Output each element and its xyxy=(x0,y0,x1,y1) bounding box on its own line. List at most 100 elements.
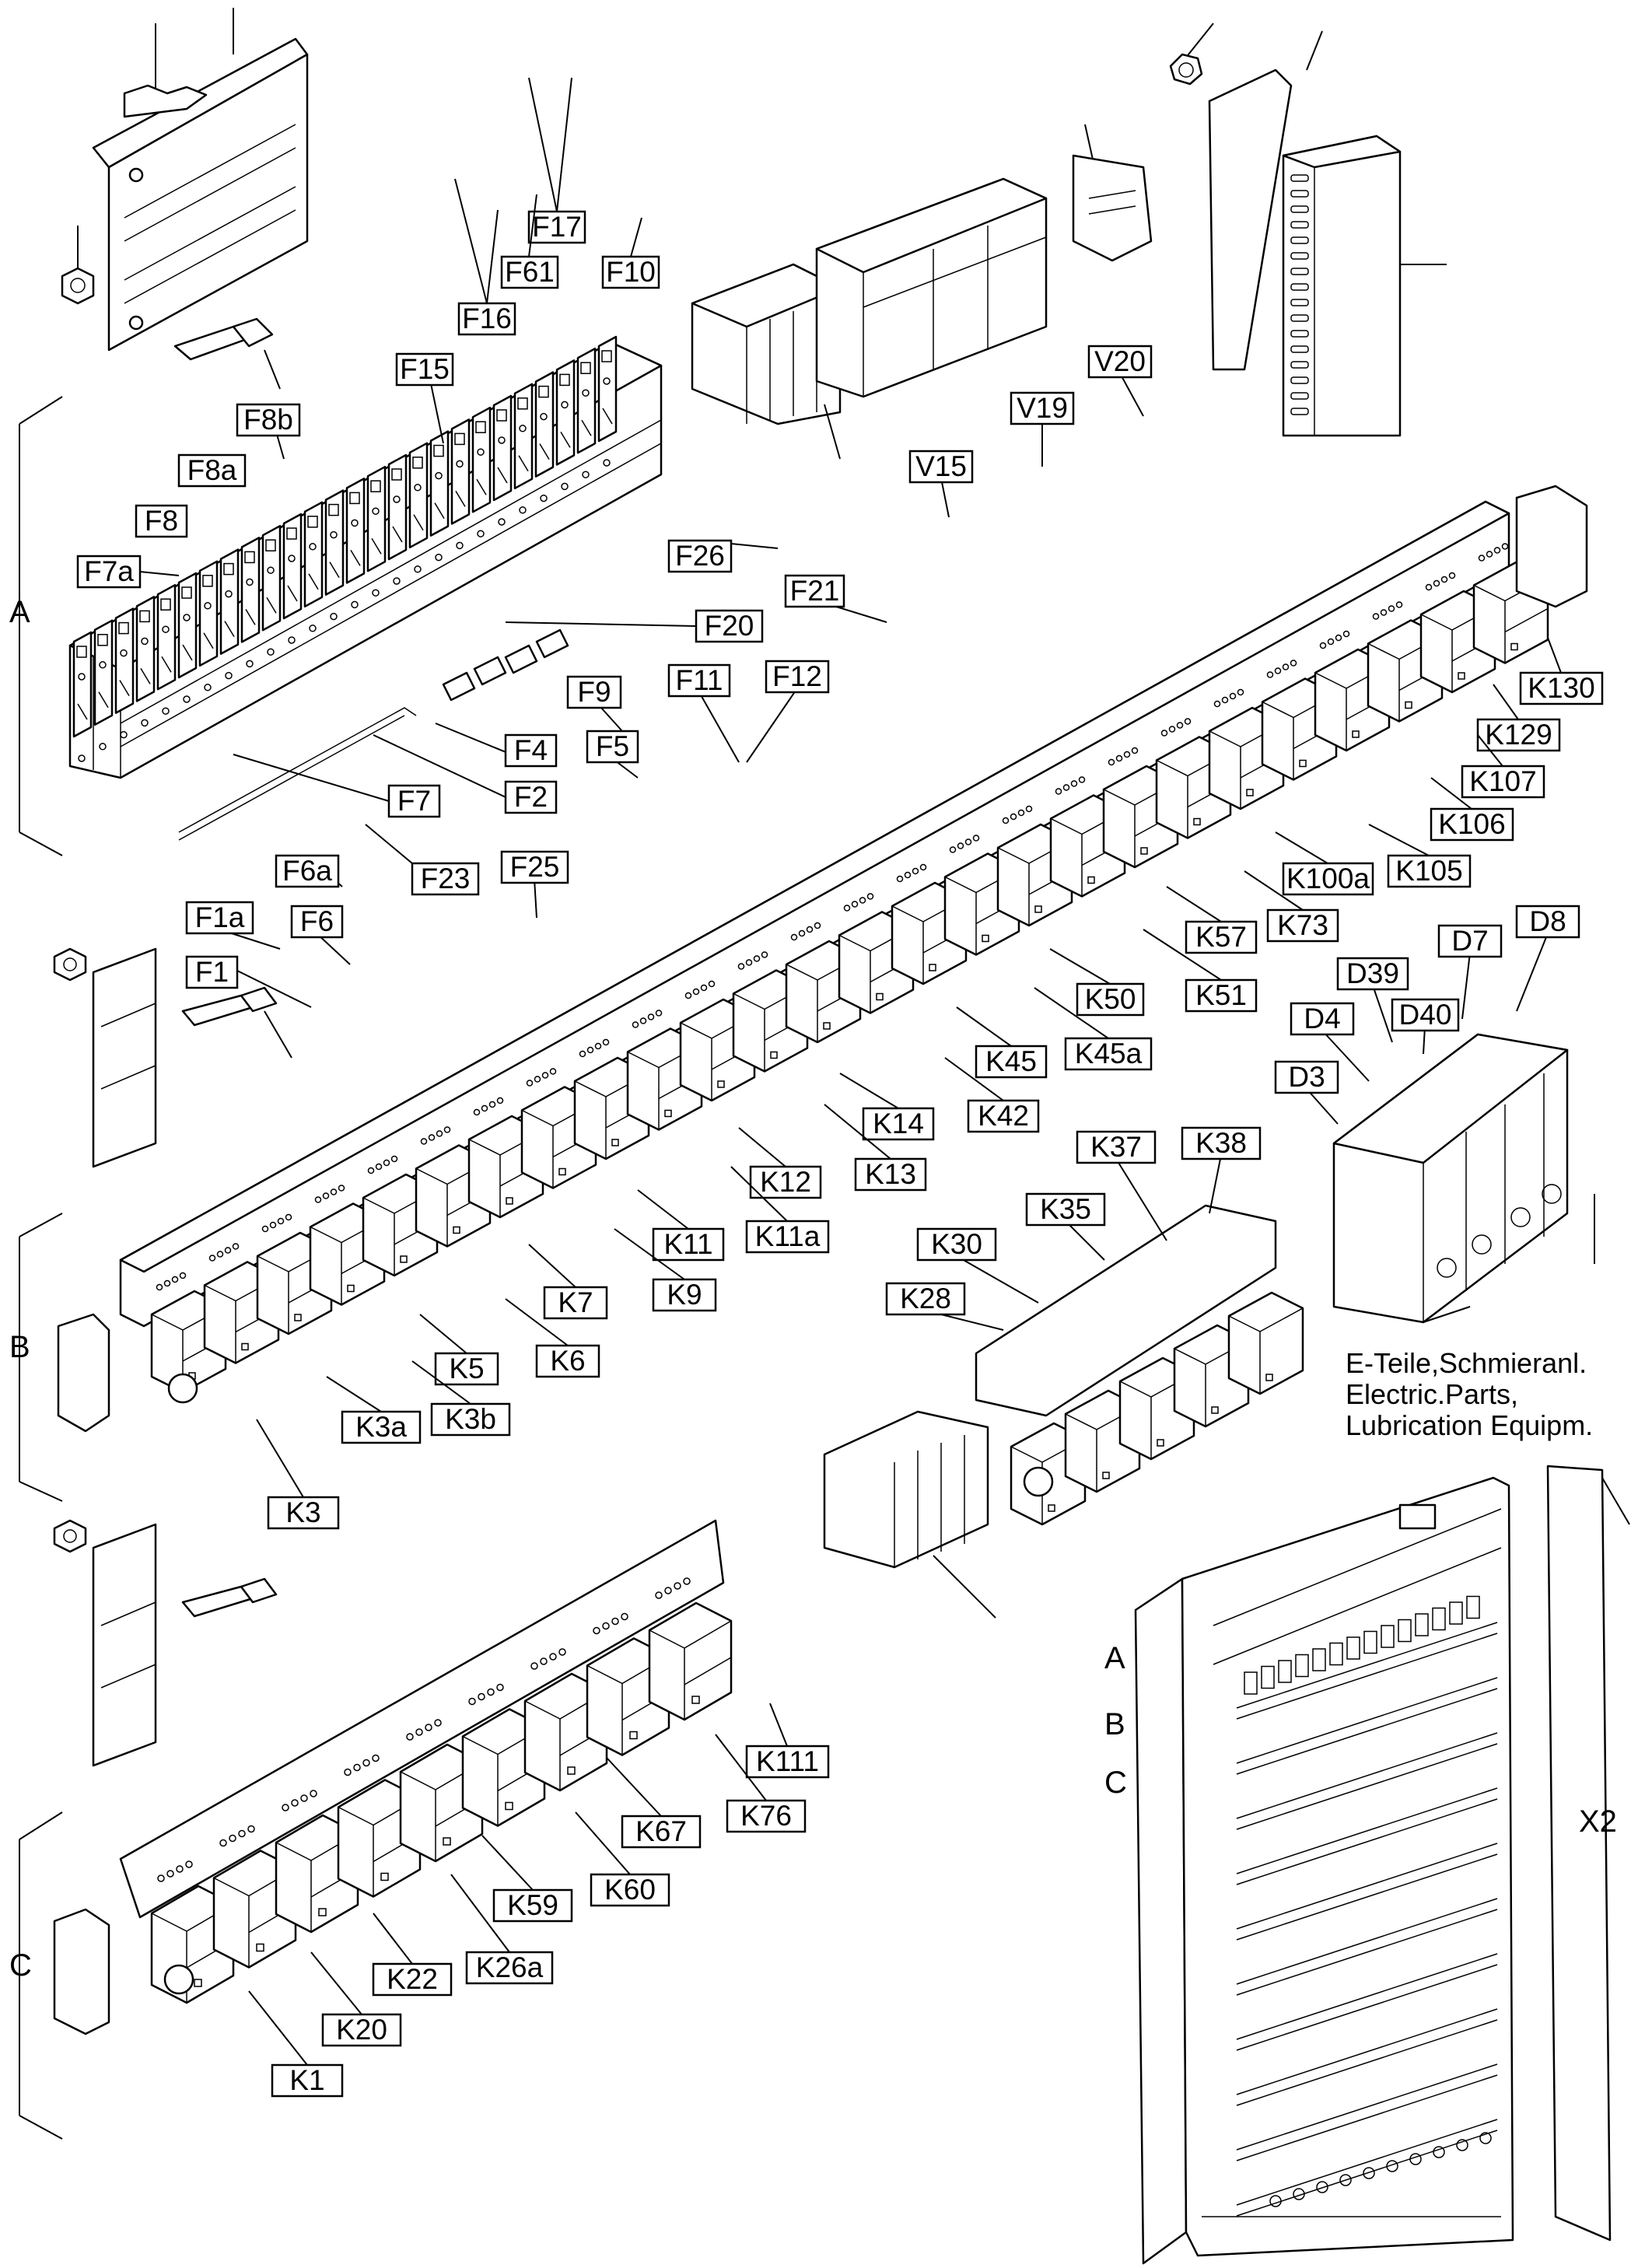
callout-label: K3b xyxy=(445,1403,496,1435)
fuse-module xyxy=(219,548,240,655)
callout-k6: K6 xyxy=(535,1344,600,1378)
callout-k73: K73 xyxy=(1266,908,1339,943)
electric-cabinet xyxy=(1134,1465,1630,2265)
fuse-module xyxy=(282,513,303,620)
callout-k59: K59 xyxy=(492,1888,573,1923)
callout-label: F11 xyxy=(675,664,723,696)
callout-label: F15 xyxy=(400,353,450,385)
callout-label: F12 xyxy=(772,660,822,692)
callout-d8: D8 xyxy=(1515,905,1580,939)
caption-line-2: Electric.Parts, xyxy=(1346,1378,1518,1410)
section-c-label: C xyxy=(9,1948,32,1983)
din-rail-mount-low xyxy=(53,1519,278,1767)
callout-f16: F16 xyxy=(457,302,516,336)
callout-label: D7 xyxy=(1451,925,1488,957)
fuse-module xyxy=(303,501,324,608)
callout-f21: F21 xyxy=(784,574,845,608)
callout-label: F6a xyxy=(282,855,332,887)
callout-k51: K51 xyxy=(1185,978,1258,1013)
callout-label: K50 xyxy=(1085,983,1136,1015)
cabinet-section-a-label: A xyxy=(1104,1641,1125,1675)
cabinet-section-b-label: B xyxy=(1104,1707,1125,1741)
callout-f8: F8 xyxy=(135,504,188,538)
relay-row-c xyxy=(19,1519,733,2140)
callout-label: K14 xyxy=(873,1108,924,1139)
relay-module xyxy=(648,1601,733,1721)
callout-f26: F26 xyxy=(667,539,733,573)
callout-v19: V19 xyxy=(1010,391,1075,425)
callout-f2: F2 xyxy=(504,780,558,814)
callout-f11: F11 xyxy=(667,663,731,698)
callout-label: V20 xyxy=(1094,345,1146,377)
callout-f8a: F8a xyxy=(177,453,247,488)
callout-k111: K111 xyxy=(745,1745,830,1779)
fuse-module xyxy=(429,430,450,537)
callout-label: F8 xyxy=(145,505,178,537)
callout-label: K20 xyxy=(336,2014,387,2046)
fuse-module xyxy=(492,394,513,502)
fuse-module xyxy=(240,537,261,643)
callout-k13: K13 xyxy=(854,1157,927,1192)
callout-label: K107 xyxy=(1469,765,1536,797)
callout-label: K73 xyxy=(1277,909,1328,941)
callout-label: F2 xyxy=(514,781,548,813)
cable-duct xyxy=(1169,23,1447,437)
callout-f10: F10 xyxy=(601,255,660,289)
callout-label: D3 xyxy=(1288,1061,1325,1093)
callout-k106: K106 xyxy=(1430,807,1514,842)
callout-k107: K107 xyxy=(1461,765,1545,799)
callout-k22: K22 xyxy=(372,1962,453,1997)
callout-label: F1a xyxy=(195,901,245,933)
callout-k60: K60 xyxy=(590,1873,670,1907)
fuse-module xyxy=(576,347,597,454)
fuse-module xyxy=(261,524,282,632)
callout-k11a: K11a xyxy=(745,1220,830,1254)
fuse-module xyxy=(534,371,555,478)
callout-k30: K30 xyxy=(916,1227,997,1262)
callout-k28: K28 xyxy=(885,1282,966,1316)
callout-label: K3a xyxy=(355,1411,407,1443)
callout-k1: K1 xyxy=(271,2063,344,2098)
callout-label: F16 xyxy=(462,303,512,334)
callout-d39: D39 xyxy=(1336,957,1409,991)
callout-label: K59 xyxy=(507,1889,558,1921)
callout-label: F9 xyxy=(577,676,611,708)
callout-f23: F23 xyxy=(411,862,480,896)
callout-label: F21 xyxy=(790,575,840,607)
callout-k9: K9 xyxy=(652,1278,717,1312)
callout-label: V15 xyxy=(915,450,967,482)
callout-k38: K38 xyxy=(1181,1126,1262,1160)
section-a-label: A xyxy=(9,595,30,629)
callout-label: K129 xyxy=(1485,719,1552,751)
callout-label: K100a xyxy=(1286,863,1370,894)
fuse-module xyxy=(93,619,114,726)
callout-f25: F25 xyxy=(500,850,569,884)
callout-label: K5 xyxy=(449,1353,484,1384)
callout-f5: F5 xyxy=(586,730,639,764)
callout-k3: K3 xyxy=(267,1496,340,1530)
callout-k45: K45 xyxy=(975,1045,1048,1079)
callout-f8b: F8b xyxy=(236,403,301,437)
callout-label: D4 xyxy=(1304,1003,1340,1034)
cabinet-x2-label: X2 xyxy=(1579,1804,1617,1839)
callout-k11: K11 xyxy=(652,1227,725,1262)
callout-v15: V15 xyxy=(908,450,974,484)
din-rail-mount-mid xyxy=(53,947,292,1168)
callout-label: K37 xyxy=(1090,1131,1142,1163)
callout-label: K28 xyxy=(900,1283,951,1314)
d-modules xyxy=(1332,1033,1595,1324)
callout-label: K9 xyxy=(667,1279,702,1311)
fuse-module xyxy=(135,596,156,702)
callout-f1a: F1a xyxy=(185,901,254,935)
callout-label: K67 xyxy=(635,1815,687,1847)
callout-label: F7a xyxy=(84,555,134,587)
callout-label: F20 xyxy=(705,610,754,642)
callout-k57: K57 xyxy=(1185,920,1258,954)
callout-f4: F4 xyxy=(504,733,558,768)
callout-label: V19 xyxy=(1017,392,1068,424)
callout-f9: F9 xyxy=(566,675,622,709)
callout-d3: D3 xyxy=(1274,1060,1339,1094)
callout-k12: K12 xyxy=(749,1165,822,1199)
callout-k67: K67 xyxy=(621,1815,702,1849)
callout-label: K6 xyxy=(550,1345,585,1377)
